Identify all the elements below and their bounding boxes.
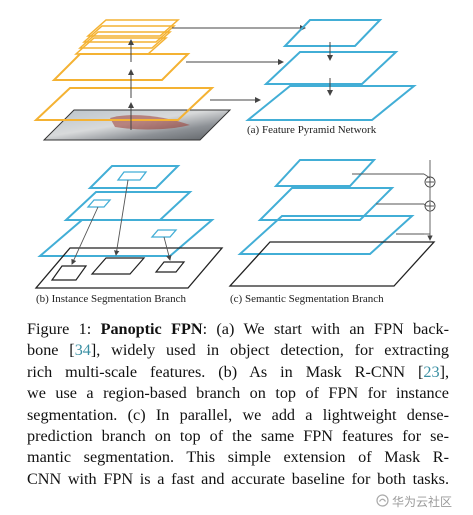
caption-title: Panoptic FPN [100,320,203,338]
mask-box-1 [50,265,88,281]
instance-fpn-top [87,165,181,189]
subcaption-fpn: (a) Feature Pyramid Network [247,124,377,136]
semantic-branch-panel [228,159,436,287]
caption-text: : (a) We start with an FPN back- [202,320,449,338]
caption-line-6: prediction branch on top of the same FPN… [27,427,449,446]
citation-link-23[interactable]: 23 [423,362,440,381]
instance-fpn-mid [63,191,193,221]
roi-mid [86,199,112,208]
caption-line-5: segmentation. (c) In parallel, we add a … [27,405,449,424]
citation-link-34[interactable]: 34 [74,341,91,360]
semantic-fpn-mid [257,187,395,221]
roi-top [116,171,148,181]
caption-label: Figure 1: [27,320,101,338]
mask-box-3 [154,261,186,273]
instance-output-plane [34,247,224,289]
backbone-layer-3d [86,19,180,37]
subcaption-semantic: (c) Semantic Segmentation Branch [230,293,384,305]
instance-branch-panel [34,165,224,289]
panoptic-fpn-figure: (a) Feature Pyramid Network (b) Instance… [33,19,436,305]
caption-line-3: rich multi-scale features. (b) As in Mas… [27,362,449,381]
roi-bottom [150,229,178,238]
backbone-layer-1 [33,87,215,121]
semantic-fpn-bottom [237,215,415,255]
mask-box-2 [90,257,146,275]
subcaption-instance: (b) Instance Segmentation Branch [36,293,186,305]
caption-line-2: bone [34], widely used in object detecti… [27,341,450,360]
figure-caption: Figure 1: Panoptic FPN: (a) We start wit… [27,319,449,490]
caption-line-1: Figure 1: Panoptic FPN: (a) We start wit… [27,319,449,340]
watermark-text: 华为云社区 [392,495,453,509]
backbone-layer-2 [51,53,191,81]
fpn-panel [33,19,417,141]
fpn-level-mid [263,51,399,85]
instance-fpn-bottom [37,219,215,257]
semantic-fpn-top [273,159,377,187]
caption-line-8: CNN with FPN is a fast and accurate base… [27,469,449,488]
semantic-output-plane [228,241,436,287]
cloud-logo-icon [376,494,389,507]
caption-line-7: mantic segmentation. This simple extensi… [27,448,449,467]
caption-line-4: we use a region-based branch on top of F… [27,384,449,403]
fpn-level-bottom [245,85,417,121]
fpn-level-top [282,19,383,47]
